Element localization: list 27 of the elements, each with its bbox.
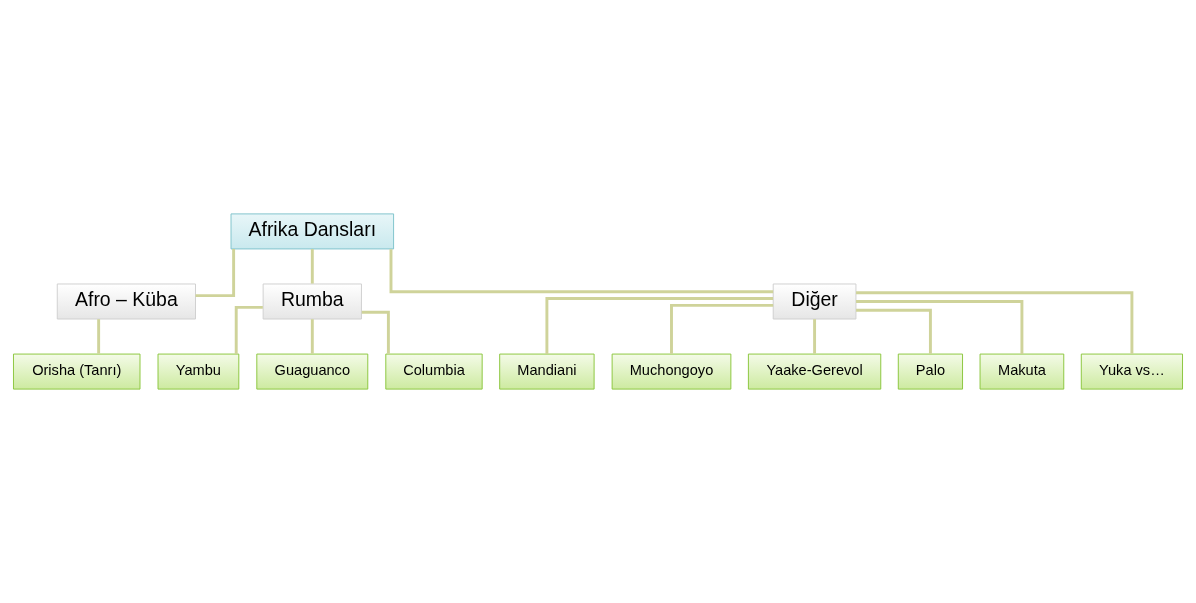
node-box: Yaake-Gerevol [747, 353, 882, 390]
connector [310, 319, 314, 354]
node-box: Makuta [979, 353, 1065, 390]
node-box: Columbia [385, 353, 483, 390]
connector [361, 310, 390, 354]
node-box: Yuka vs… [1080, 353, 1183, 390]
connector [310, 249, 314, 284]
connector [856, 308, 932, 354]
node-box: Guaguanco [256, 353, 369, 390]
node-box: Orisha (Tanrı) [13, 353, 141, 390]
connector [234, 305, 263, 355]
node-box: Palo [897, 353, 964, 390]
node-box: Muchongoyo [611, 353, 732, 390]
node-box: Afrika Dansları [230, 213, 395, 250]
node-box: Mandiani [499, 353, 595, 390]
node-box: Rumba [262, 283, 362, 320]
node-box: Yambu [157, 353, 240, 390]
connector [856, 300, 1024, 354]
connector [670, 303, 774, 354]
connector [856, 291, 1134, 354]
connector [545, 297, 774, 354]
connector [195, 248, 236, 298]
node-box: Diğer [772, 283, 857, 320]
connector [813, 319, 817, 354]
connector [389, 249, 774, 294]
connector [97, 319, 101, 354]
node-box: Afro – Küba [56, 283, 196, 320]
